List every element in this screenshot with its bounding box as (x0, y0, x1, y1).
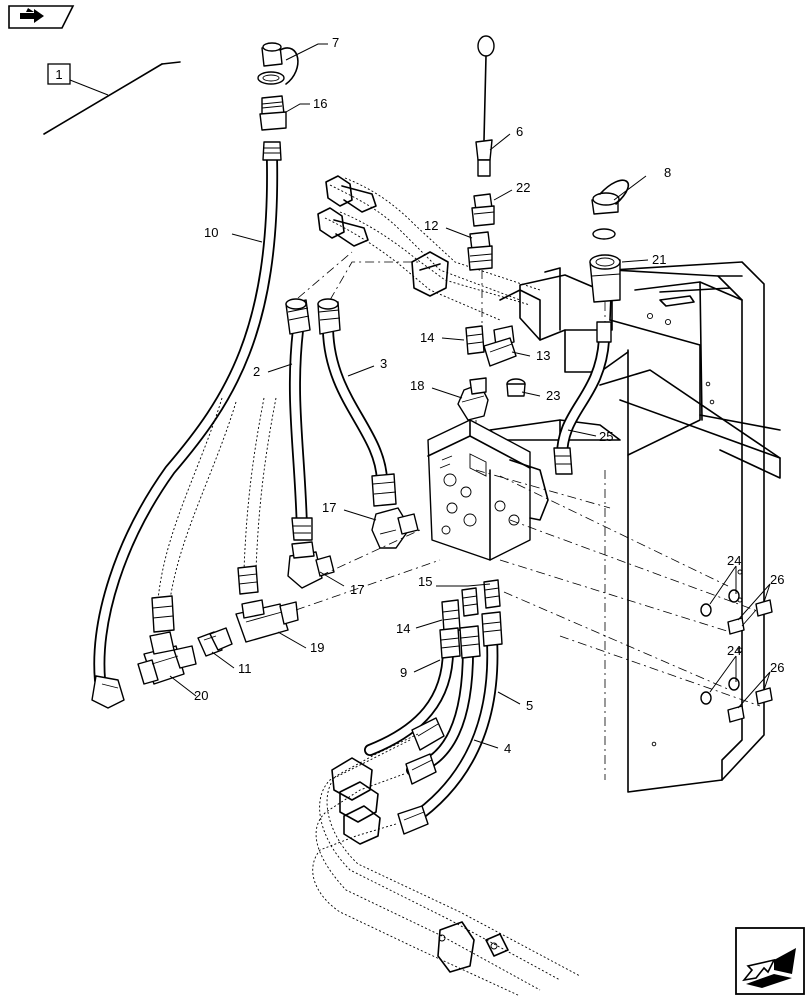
elbow-17-upper (371, 507, 419, 549)
fittings-15 (461, 579, 501, 617)
valve-block (427, 419, 761, 707)
fitting-14-upper (465, 325, 485, 355)
hose-3 (317, 298, 397, 507)
ghost-hoses (151, 397, 277, 633)
plug-8 (591, 179, 629, 240)
washer-bolt-set-upper (700, 589, 773, 635)
adapter-11 (197, 627, 233, 657)
callout-15: 15 (418, 574, 432, 589)
callout-11: 11 (238, 661, 252, 676)
fitting-14-lower (441, 599, 461, 633)
callout-labels: 7 16 6 22 8 12 21 10 14 13 2 3 18 23 25 … (194, 35, 784, 756)
callout-23: 23 (546, 388, 560, 403)
back-arrow-icon (20, 8, 44, 23)
next-navigation-button[interactable] (734, 926, 806, 996)
callout-9: 9 (400, 665, 407, 680)
hose-ends-lower (397, 717, 445, 835)
adapter-22 (471, 193, 495, 227)
callout-5: 5 (526, 698, 533, 713)
callout-17-upper: 17 (322, 500, 336, 515)
callout-3: 3 (380, 356, 387, 371)
tee-20 (137, 631, 197, 685)
dust-cap-7 (257, 42, 299, 85)
callout-24-lower: 24 (727, 643, 741, 658)
elbow-17-lower (287, 541, 335, 589)
callout-12: 12 (424, 218, 438, 233)
callout-16: 16 (313, 96, 327, 111)
hose-2 (285, 298, 313, 541)
washer-bolt-set-lower (700, 677, 773, 723)
reference-box-label: 1 (55, 67, 62, 82)
reference-box: 1 (43, 61, 181, 135)
lower-pipe-assembly (312, 733, 581, 997)
next-arrow-icon (742, 948, 796, 988)
callout-22: 22 (516, 180, 530, 195)
dipstick-6 (475, 35, 495, 177)
callout-4: 4 (504, 741, 511, 756)
upper-pipe-assembly (297, 175, 541, 321)
tee-19 (235, 529, 441, 643)
callout-21: 21 (652, 252, 666, 267)
callout-26-upper: 26 (770, 572, 784, 587)
callout-17-lower: 17 (350, 582, 364, 597)
callout-7: 7 (332, 35, 339, 50)
elbow-18 (457, 377, 489, 450)
callout-2: 2 (253, 364, 260, 379)
hose-25 (553, 321, 612, 780)
quick-coupler-16 (259, 95, 287, 131)
hose-5 (406, 611, 503, 826)
callout-14-lower: 14 (396, 621, 410, 636)
fitting-13 (483, 325, 517, 367)
callout-26-lower: 26 (770, 660, 784, 675)
callout-leaders (169, 43, 771, 749)
callout-6: 6 (516, 124, 523, 139)
callout-18: 18 (410, 378, 424, 393)
coupler-21 (589, 254, 621, 330)
callout-24-upper: 24 (727, 553, 741, 568)
callout-13: 13 (536, 348, 550, 363)
callout-25: 25 (599, 429, 613, 444)
adapter-12 (467, 231, 493, 330)
hose-10 (91, 141, 282, 709)
plug-23 (506, 378, 526, 397)
callout-10: 10 (204, 225, 218, 240)
callout-14-upper: 14 (420, 330, 434, 345)
callout-20: 20 (194, 688, 208, 703)
callout-8: 8 (664, 165, 671, 180)
hose-9 (364, 627, 461, 756)
back-navigation-button[interactable] (6, 3, 76, 31)
callout-19: 19 (310, 640, 324, 655)
